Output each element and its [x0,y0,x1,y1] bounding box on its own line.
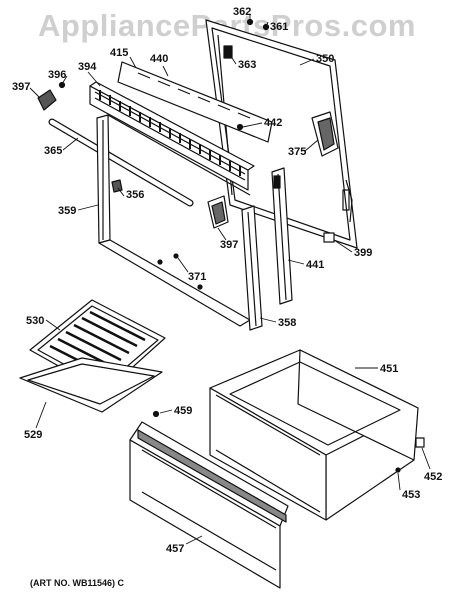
drawer-parts-452-453-drawing [395,437,425,473]
label-397-center: 397 [220,239,238,251]
vent-trim-415-drawing [117,61,273,143]
part-371-drawing [173,253,179,259]
vent-grille-394-drawing [89,81,255,191]
hinge-397-left-drawing [37,81,66,111]
part-356-drawing [111,179,123,193]
label-396: 396 [48,69,66,81]
label-365: 365 [44,145,62,157]
bracket-363-drawing [223,45,233,59]
door-handle-365-drawing [48,118,194,207]
label-452: 452 [424,471,442,483]
bracket-375-drawing [311,111,339,157]
label-457: 457 [166,543,184,555]
hinge-397-center-drawing [207,195,229,229]
label-451: 451 [380,363,398,375]
label-362: 362 [233,6,251,18]
label-459: 459 [174,405,192,417]
label-441: 441 [306,259,324,271]
part-399-drawing [323,232,335,243]
label-453: 453 [402,489,420,501]
label-399: 399 [354,247,372,259]
label-530: 530 [26,315,44,327]
label-394: 394 [78,61,97,73]
label-350: 350 [316,53,334,65]
side-channel-441-drawing [271,167,293,305]
label-440: 440 [150,53,168,65]
top-screws-drawing [246,18,270,31]
broiler-pan-529-drawing [19,357,163,413]
label-415: 415 [110,47,128,59]
drawer-box-451-drawing [209,349,419,521]
label-358: 358 [278,317,296,329]
screw-459-drawing [152,410,160,418]
side-channel-358-drawing [241,205,263,331]
label-363: 363 [238,59,256,71]
drawer-front-457-drawing [129,421,289,589]
label-397-top: 397 [12,81,30,93]
label-356: 356 [126,189,144,201]
label-359: 359 [58,205,76,217]
art-number: (ART NO. WB11546) C [30,578,125,588]
inner-door-359-drawing [96,114,251,327]
label-529: 529 [24,429,42,441]
label-361: 361 [270,21,288,33]
part-labels: 362 361 350 363 415 440 396 394 397 442 … [12,6,442,555]
label-371: 371 [188,271,206,283]
leader-lines [29,15,431,545]
screw-442-drawing [236,123,244,131]
label-375: 375 [288,146,306,158]
label-442: 442 [264,117,282,129]
